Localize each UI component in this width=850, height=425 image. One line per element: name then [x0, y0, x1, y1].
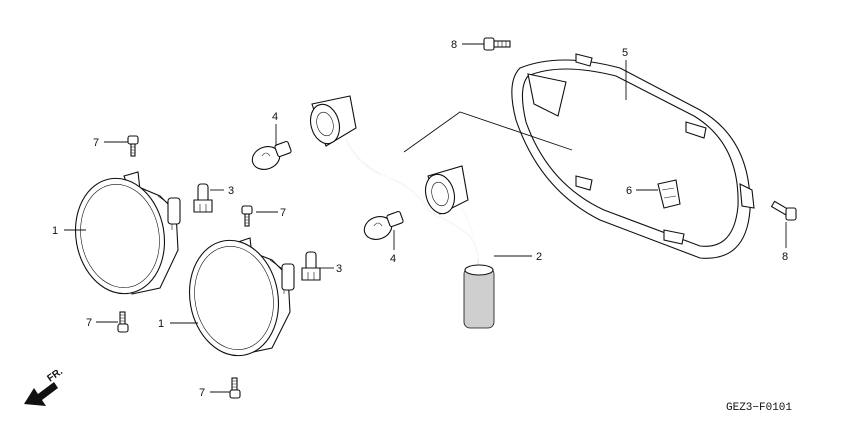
callout-7-mid: 7 [280, 207, 286, 219]
headlight-case [511, 53, 755, 259]
front-direction-arrow-icon [24, 382, 58, 406]
callout-6: 6 [626, 185, 632, 197]
socket-3-upper [193, 183, 213, 213]
callout-8-top: 8 [451, 39, 457, 51]
screw-7-right-bottom [229, 377, 241, 399]
wire-harness [309, 95, 495, 329]
callout-4-lower: 4 [390, 253, 396, 265]
front-direction-label: FR. [45, 366, 65, 384]
screw-7-left-bottom [117, 311, 129, 333]
bulb-4-upper [251, 140, 292, 170]
callout-7-right-bottom: 7 [199, 387, 205, 399]
bulb-4-lower [363, 210, 404, 240]
bolt-8-top [483, 37, 511, 51]
screw-7-mid [241, 205, 253, 227]
callout-5: 5 [622, 47, 628, 59]
diagram-code: GEZ3−F0101 [726, 402, 792, 414]
callout-4-upper: 4 [272, 111, 278, 123]
callout-3-upper: 3 [228, 185, 234, 197]
screw-7-top [127, 135, 139, 157]
headlight-right [188, 237, 295, 357]
clip-6 [657, 179, 681, 209]
callout-1-right: 1 [158, 318, 164, 330]
callout-7-left-bottom: 7 [86, 317, 92, 329]
callout-2: 2 [536, 251, 542, 263]
socket-3-lower [301, 251, 321, 281]
callout-7-top: 7 [93, 137, 99, 149]
callout-1-left: 1 [52, 225, 58, 237]
callout-8-right: 8 [782, 251, 788, 263]
leader-lines [64, 43, 787, 393]
bolt-8-right [770, 200, 797, 221]
callout-3-lower: 3 [336, 263, 342, 275]
headlight-left [74, 171, 181, 295]
